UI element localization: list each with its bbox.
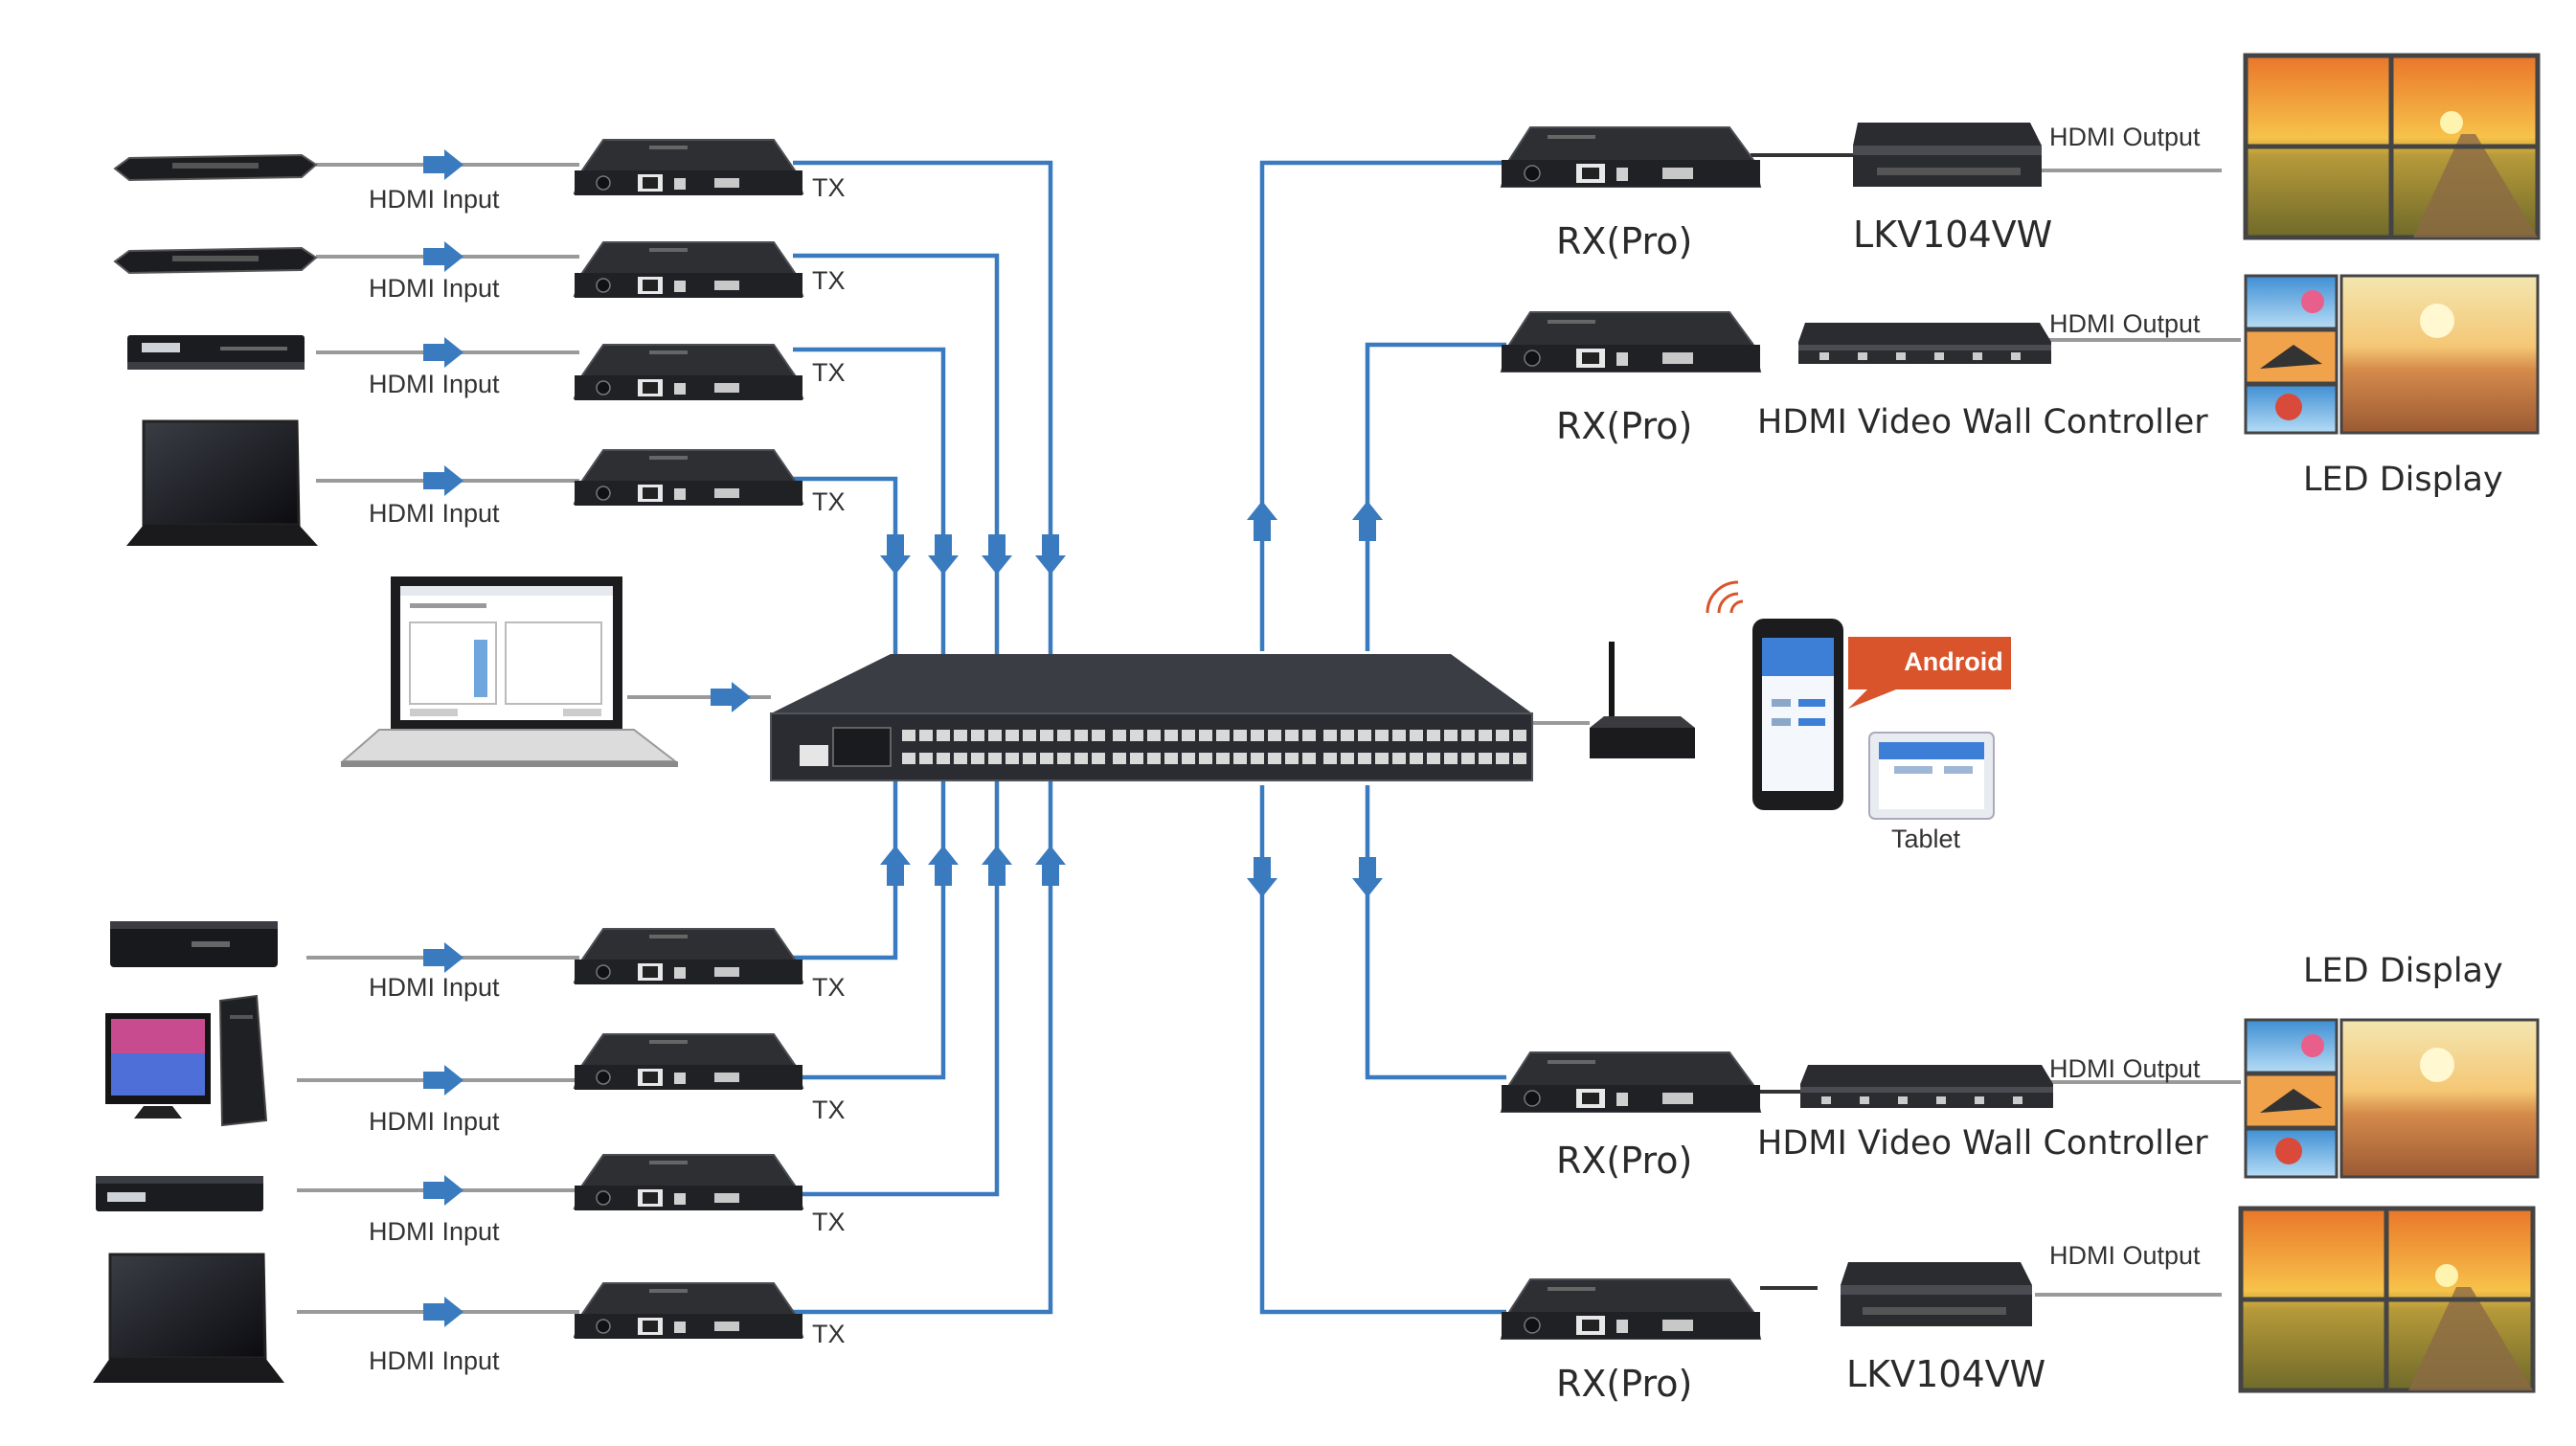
tx-labels: TX TX TX TX TX TX TX TX — [812, 173, 846, 1348]
video-wall-controller-label: HDMI Video Wall Controller — [1757, 403, 2208, 441]
led-display-label: LED Display — [2303, 952, 2503, 990]
set-top-box-icon — [110, 921, 278, 967]
led-display — [2244, 1018, 2540, 1179]
desktop-pc-icon — [105, 994, 268, 1127]
svg-text:HDMI Input: HDMI Input — [369, 185, 500, 214]
lkv104vw-label: LKV104VW — [1853, 214, 2052, 256]
svg-text:TX: TX — [812, 1096, 846, 1124]
android-badge: Android — [1848, 637, 2011, 709]
svg-text:HDMI Input: HDMI Input — [369, 370, 500, 398]
lkv104vw-label: LKV104VW — [1846, 1353, 2045, 1395]
hdmi-input-labels: HDMI Input HDMI Input HDMI Input HDMI In… — [369, 185, 500, 1375]
svg-text:TX: TX — [812, 266, 846, 295]
svg-text:RX(Pro): RX(Pro) — [1556, 1363, 1692, 1405]
lkv104vw-controller — [1853, 123, 2042, 187]
svg-text:HDMI Input: HDMI Input — [369, 499, 500, 528]
laptop-icon — [126, 419, 318, 546]
network-switch-icon — [770, 654, 1533, 781]
svg-text:HDMI Input: HDMI Input — [369, 973, 500, 1002]
media-player-icon — [113, 246, 318, 275]
tablet-icon — [1868, 732, 1995, 820]
network-links — [793, 160, 1506, 1315]
android-phone-icon — [1752, 619, 1843, 810]
svg-text:HDMI Output: HDMI Output — [2049, 123, 2201, 151]
svg-text:HDMI Input: HDMI Input — [369, 1107, 500, 1136]
dvd-player-icon — [96, 1176, 263, 1211]
wifi-signal-icon — [1706, 580, 1744, 614]
laptop-icon — [93, 1253, 284, 1383]
hdmi-output-labels: HDMI Output HDMI Output HDMI Output HDMI… — [2049, 123, 2201, 1270]
rx-labels: RX(Pro) RX(Pro) RX(Pro) RX(Pro) — [1556, 220, 1692, 1405]
led-display — [2244, 274, 2540, 435]
video-wall-controller-label: HDMI Video Wall Controller — [1757, 1124, 2208, 1163]
svg-text:HDMI Output: HDMI Output — [2049, 1241, 2201, 1270]
svg-text:HDMI Output: HDMI Output — [2049, 1054, 2201, 1083]
svg-text:RX(Pro): RX(Pro) — [1556, 405, 1692, 447]
svg-text:HDMI Output: HDMI Output — [2049, 309, 2201, 338]
media-player-icon — [113, 153, 318, 182]
dvd-player-icon — [127, 335, 305, 370]
svg-text:TX: TX — [812, 173, 846, 202]
svg-text:RX(Pro): RX(Pro) — [1556, 220, 1692, 262]
laptop-control-software-icon — [340, 576, 678, 767]
svg-text:HDMI Input: HDMI Input — [369, 1346, 500, 1375]
led-display-label: LED Display — [2303, 461, 2503, 499]
svg-text:TX: TX — [812, 487, 846, 516]
video-wall-display — [2238, 1206, 2536, 1393]
svg-text:TX: TX — [812, 358, 846, 387]
svg-text:HDMI Input: HDMI Input — [369, 274, 500, 303]
svg-text:TX: TX — [812, 1208, 846, 1236]
svg-text:RX(Pro): RX(Pro) — [1556, 1140, 1692, 1182]
svg-text:HDMI Input: HDMI Input — [369, 1217, 500, 1246]
svg-text:TX: TX — [812, 1320, 846, 1348]
lkv104vw-controller — [1841, 1262, 2032, 1326]
video-wall-controller — [1800, 1065, 2053, 1108]
wifi-router-icon — [1590, 642, 1695, 758]
svg-text:TX: TX — [812, 973, 846, 1002]
svg-text:Android: Android — [1904, 647, 2002, 676]
video-wall-display — [2243, 53, 2541, 240]
tablet-label: Tablet — [1891, 825, 1961, 853]
video-wall-controller — [1798, 323, 2051, 364]
